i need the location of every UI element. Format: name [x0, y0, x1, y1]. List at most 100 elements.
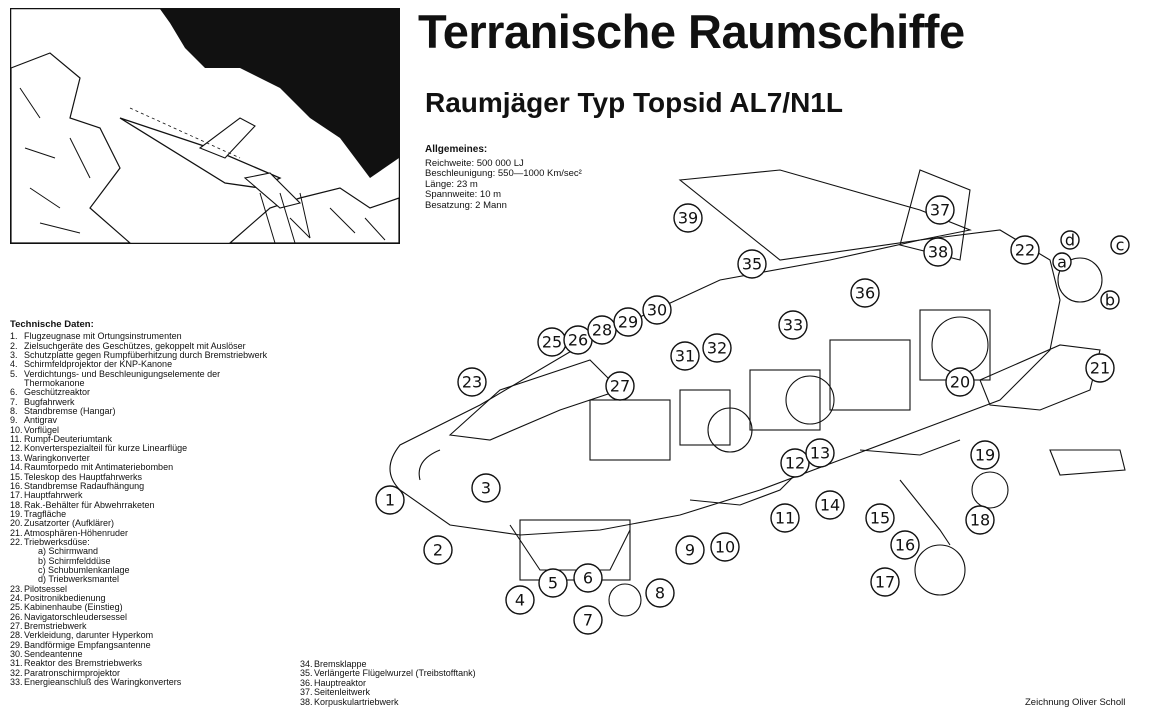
- callout-19: 19: [970, 440, 1000, 470]
- callout-circle: [815, 490, 845, 520]
- callout-number: 1: [385, 491, 395, 510]
- callout-number: 27: [610, 377, 630, 396]
- callout-number: 8: [655, 584, 665, 603]
- callout-circle: [1060, 230, 1080, 250]
- item-number: 18.: [10, 499, 23, 510]
- item-text: Triebwerksdüse:: [24, 536, 90, 547]
- general-specs: Allgemeines: Reichweite: 500 000 LJ Besc…: [425, 144, 582, 211]
- callout-number: 19: [975, 446, 995, 465]
- list-item: 10.Vorflügel: [10, 425, 272, 435]
- list-item: c) Schubumlenkanlage: [10, 564, 272, 575]
- list-item: 22.Triebwerksdüse:: [10, 536, 272, 547]
- callout-number: 38: [928, 243, 948, 262]
- callout-circle: [970, 440, 1000, 470]
- callout-8: 8: [645, 578, 675, 608]
- callout-27: 27: [605, 371, 635, 401]
- list-item: 37.Seitenleitwerk: [300, 687, 476, 697]
- tech-heading: Technische Daten:: [10, 319, 94, 330]
- callout-circle: [1100, 290, 1120, 310]
- callout-38: 38: [923, 237, 953, 267]
- callout-number: c: [1116, 236, 1125, 255]
- item-text: Bandförmige Empfangsantenne: [24, 639, 151, 650]
- item-number: 6.: [10, 387, 18, 398]
- list-item: 32.Paratronschirmprojektor: [10, 668, 272, 678]
- item-number: 15.: [10, 471, 23, 482]
- list-item: 26.Navigatorschleudersessel: [10, 611, 272, 622]
- callout-number: a: [1057, 253, 1067, 272]
- callout-10: 10: [710, 532, 740, 562]
- item-number: 19.: [10, 508, 23, 519]
- callout-7: 7: [573, 605, 603, 635]
- callout-number: 33: [783, 316, 803, 335]
- item-number: 7.: [10, 396, 18, 407]
- item-text: Zusatzorter (Aufklärer): [24, 518, 115, 529]
- callout-number: 25: [542, 333, 562, 352]
- callout-3: 3: [471, 473, 501, 503]
- item-text: Waringkonverter: [24, 452, 90, 463]
- callout-36: 36: [850, 278, 880, 308]
- callout-number: 18: [970, 511, 990, 530]
- callout-number: 12: [785, 454, 805, 473]
- list-item: 17.Hauptfahrwerk: [10, 490, 272, 500]
- item-text: Standbremse Radaufhängung: [24, 480, 145, 491]
- callout-circle: [1052, 252, 1072, 272]
- list-item: 21.Atmosphären-Höhenruder: [10, 527, 272, 538]
- item-text: Standbremse (Hangar): [24, 406, 116, 417]
- item-text: Rumpf-Deuteriumtank: [24, 434, 113, 445]
- list-item: 28.Verkleidung, darunter Hyperkom: [10, 630, 272, 640]
- list-item: 12.Konverterspezialteil für kurze Linear…: [10, 444, 272, 454]
- callout-33: 33: [778, 310, 808, 340]
- callout-2: 2: [423, 535, 453, 565]
- callout-circle: [538, 568, 568, 598]
- list-item: 3.Schutzplatte gegen Rumpfüberhitzung du…: [10, 350, 272, 361]
- callout-20: 20: [945, 367, 975, 397]
- callout-number: 3: [481, 479, 491, 498]
- technical-data-list: Technische Daten: 1.Flugzeugnase mit Ort…: [10, 320, 272, 687]
- list-item: 13.Waringkonverter: [10, 452, 272, 463]
- list-item: 8.Standbremse (Hangar): [10, 406, 272, 417]
- item-text: Kabinenhaube (Einstieg): [24, 602, 123, 613]
- item-number: 22.: [10, 536, 23, 547]
- callout-circle: [1110, 235, 1130, 255]
- list-item: 24.Positronikbedienung: [10, 592, 272, 603]
- callout-circle: [1010, 235, 1040, 265]
- callout-number: 23: [462, 373, 482, 392]
- item-number: 30.: [10, 649, 23, 660]
- item-number: 24.: [10, 592, 23, 603]
- item-text: c) Schubumlenkanlage: [38, 564, 130, 575]
- callout-circle: [865, 503, 895, 533]
- general-line: Beschleunigung: 550—1000 Km/sec²: [425, 168, 582, 179]
- item-number: 13.: [10, 452, 23, 463]
- item-text: Flugzeugnase mit Ortungsinstrumenten: [24, 331, 182, 342]
- callout-circle: [675, 535, 705, 565]
- item-number: 5.: [10, 368, 18, 379]
- callout-39: 39: [673, 203, 703, 233]
- list-item: 30.Sendeantenne: [10, 649, 272, 660]
- callout-number: 9: [685, 541, 695, 560]
- item-number: 14.: [10, 462, 23, 473]
- list-item: 9.Antigrav: [10, 415, 272, 426]
- callout-16: 16: [890, 530, 920, 560]
- callout-number: 15: [870, 509, 890, 528]
- list-item: 16.Standbremse Radaufhängung: [10, 480, 272, 491]
- item-text: Schutzplatte gegen Rumpfüberhitzung durc…: [24, 350, 268, 361]
- item-text: Bremsklappe: [314, 659, 367, 669]
- callout-number: 7: [583, 611, 593, 630]
- callout-6: 6: [573, 563, 603, 593]
- item-number: 25.: [10, 602, 23, 613]
- item-text: Navigatorschleudersessel: [24, 611, 128, 622]
- item-text: Rak.-Behälter für Abwehrraketen: [24, 499, 155, 510]
- item-text: Korpuskulartriebwerk: [314, 696, 399, 707]
- callout-number: 16: [895, 536, 915, 555]
- callout-number: 11: [775, 509, 795, 528]
- item-text: Positronikbedienung: [24, 592, 106, 603]
- item-text: Antigrav: [24, 415, 58, 426]
- callout-21: 21: [1085, 353, 1115, 383]
- callout-17: 17: [870, 567, 900, 597]
- callout-c: c: [1110, 235, 1130, 255]
- callout-circle: [673, 203, 703, 233]
- callout-9: 9: [675, 535, 705, 565]
- callout-circle: [471, 473, 501, 503]
- item-text: Atmosphären-Höhenruder: [24, 527, 129, 538]
- callout-number: 6: [583, 569, 593, 588]
